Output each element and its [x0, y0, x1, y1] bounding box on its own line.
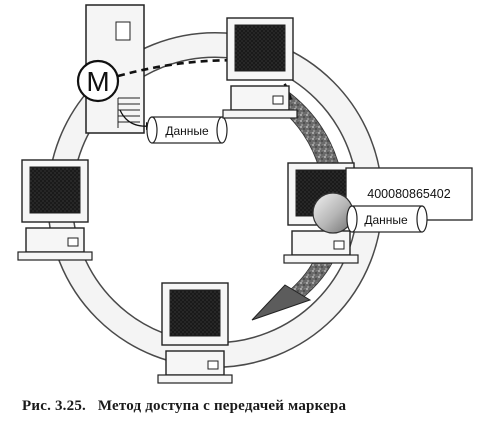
data-packet-left-label: Данные [165, 124, 209, 138]
data-packet-left: Данные [146, 116, 228, 144]
figure-caption: Рис. 3.25. Метод доступа с передачей мар… [22, 398, 482, 415]
data-packet-right-label: Данные [364, 213, 408, 227]
token-letter: М [86, 66, 109, 97]
caption-title: Метод доступа с передачей маркера [97, 398, 347, 414]
workstation-top [222, 17, 298, 119]
caption-number: Рис. 3.25. [22, 398, 86, 414]
token-marker: М [76, 59, 120, 103]
address-code: 400080865402 [367, 187, 450, 201]
workstation-bottom [157, 282, 233, 384]
workstation-left [17, 159, 93, 261]
data-packet-right: Данные [346, 205, 428, 233]
